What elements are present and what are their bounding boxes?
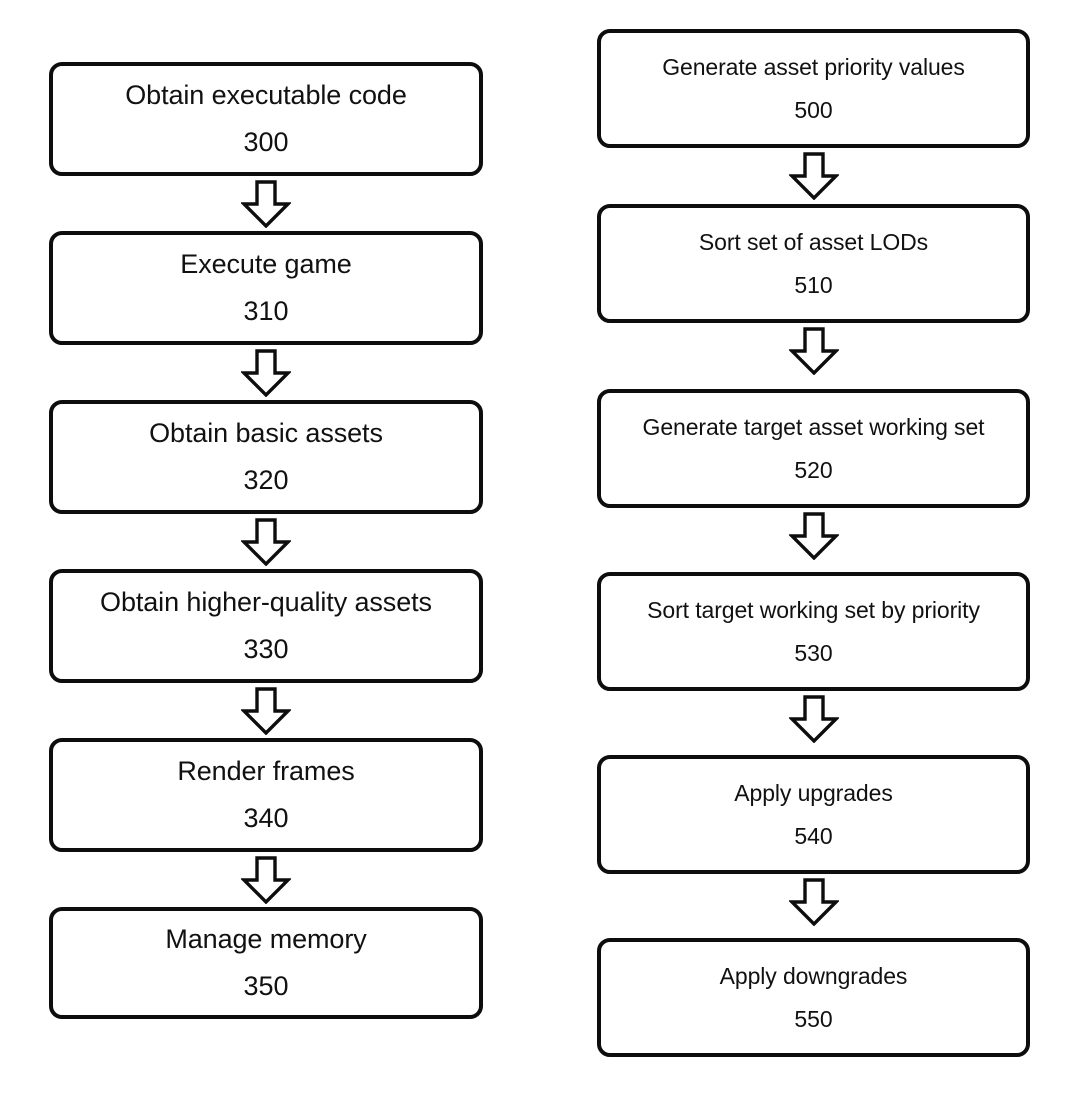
flow-node-300[interactable]: Obtain executable code 300 <box>49 62 483 176</box>
down-arrow-icon <box>241 518 291 566</box>
flow-node-ref: 340 <box>243 802 289 833</box>
flow-node-ref: 350 <box>243 970 289 1001</box>
flow-node-ref: 500 <box>794 96 833 123</box>
flow-node-340[interactable]: Render frames 340 <box>49 738 483 852</box>
flow-node-label: Apply downgrades <box>719 962 908 989</box>
flow-node-label: Sort set of asset LODs <box>698 228 929 255</box>
down-arrow-icon <box>241 687 291 735</box>
flow-node-350[interactable]: Manage memory 350 <box>49 907 483 1019</box>
down-arrow-icon <box>241 349 291 397</box>
flow-node-label: Render frames <box>177 756 355 787</box>
down-arrow-icon <box>789 152 839 200</box>
flow-node-label: Generate target asset working set <box>642 413 985 440</box>
flow-node-label: Sort target working set by priority <box>647 596 980 623</box>
flow-node-label: Generate asset priority values <box>662 53 965 80</box>
flow-node-ref: 550 <box>794 1005 833 1032</box>
down-arrow-icon <box>789 695 839 743</box>
down-arrow-icon <box>789 512 839 560</box>
flow-node-550[interactable]: Apply downgrades 550 <box>597 938 1030 1057</box>
flow-node-label: Obtain executable code <box>125 80 407 111</box>
flow-node-500[interactable]: Generate asset priority values 500 <box>597 29 1030 148</box>
down-arrow-icon <box>789 327 839 375</box>
flow-node-label: Obtain basic assets <box>149 418 383 449</box>
flow-node-ref: 540 <box>794 822 833 849</box>
flow-node-label: Apply upgrades <box>734 779 893 806</box>
flow-node-ref: 300 <box>243 126 289 157</box>
flow-node-ref: 330 <box>243 633 289 664</box>
flow-node-320[interactable]: Obtain basic assets 320 <box>49 400 483 514</box>
down-arrow-icon <box>241 180 291 228</box>
flow-node-ref: 510 <box>794 271 833 298</box>
down-arrow-icon <box>241 856 291 904</box>
flow-node-ref: 320 <box>243 464 289 495</box>
flow-node-label: Obtain higher-quality assets <box>100 587 432 618</box>
down-arrow-icon <box>789 878 839 926</box>
flow-node-ref: 530 <box>794 639 833 666</box>
flow-node-510[interactable]: Sort set of asset LODs 510 <box>597 204 1030 323</box>
flow-node-ref: 520 <box>794 456 833 483</box>
flow-node-label: Execute game <box>180 249 352 280</box>
flow-node-540[interactable]: Apply upgrades 540 <box>597 755 1030 874</box>
flow-node-label: Manage memory <box>165 924 367 955</box>
flow-node-ref: 310 <box>243 295 289 326</box>
flow-node-530[interactable]: Sort target working set by priority 530 <box>597 572 1030 691</box>
flow-node-330[interactable]: Obtain higher-quality assets 330 <box>49 569 483 683</box>
flow-node-520[interactable]: Generate target asset working set 520 <box>597 389 1030 508</box>
flow-node-310[interactable]: Execute game 310 <box>49 231 483 345</box>
